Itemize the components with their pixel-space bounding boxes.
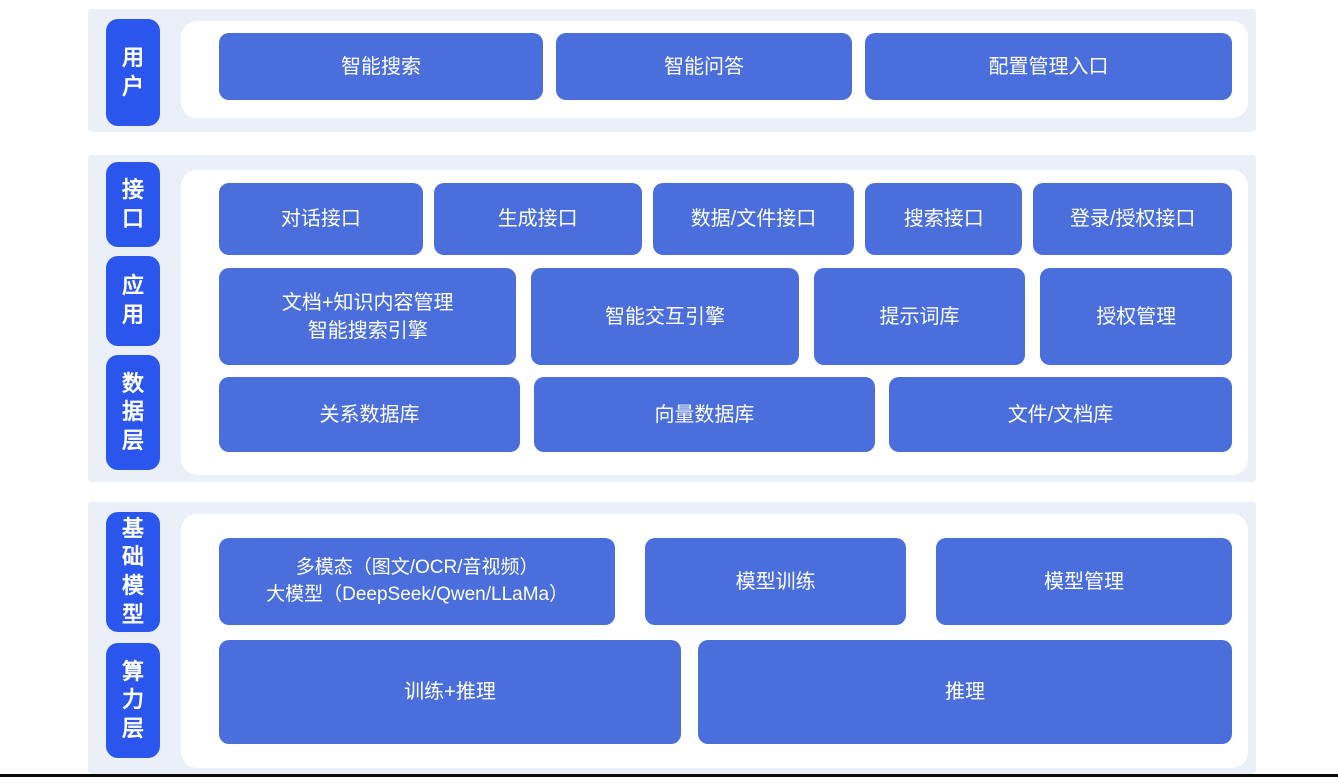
footer-divider-line (0, 774, 1338, 777)
block-inference: 推理 (698, 640, 1232, 744)
layer-label-compute: 算力层 (106, 643, 160, 758)
layer-label-user: 用户 (106, 19, 160, 126)
section-user: 用户 智能搜索 智能问答 配置管理入口 (88, 9, 1256, 132)
block-smart-search: 智能搜索 (219, 33, 543, 100)
row-apis: 对话接口 生成接口 数据/文件接口 搜索接口 登录/授权接口 (219, 183, 1233, 255)
layer-label-foundation-model: 基础模型 (106, 512, 160, 632)
layer-label-data-text: 数据层 (121, 370, 144, 453)
block-doc-knowledge-search-engine: 文档+知识内容管理 智能搜索引擎 (219, 268, 517, 365)
layer-label-application: 应用 (106, 256, 160, 346)
layer-label-interface: 接口 (106, 162, 160, 247)
block-vector-database: 向量数据库 (533, 377, 875, 452)
block-config-management-entry: 配置管理入口 (865, 33, 1232, 100)
row-applications: 文档+知识内容管理 智能搜索引擎 智能交互引擎 提示词库 授权管理 (219, 268, 1232, 365)
layer-label-column-bottom: 基础模型 算力层 (106, 512, 160, 758)
card-bottom: 多模态（图文/OCR/音视频） 大模型（DeepSeek/Qwen/LLaMa）… (181, 514, 1248, 768)
row-compute: 训练+推理 推理 (219, 640, 1232, 744)
block-relational-database: 关系数据库 (219, 377, 520, 452)
block-login-auth-api: 登录/授权接口 (1033, 183, 1233, 255)
section-foundation-compute: 基础模型 算力层 多模态（图文/OCR/音视频） 大模型（DeepSeek/Qw… (88, 502, 1256, 774)
block-model-management: 模型管理 (936, 538, 1233, 625)
block-smart-qa: 智能问答 (556, 33, 852, 100)
block-search-api: 搜索接口 (865, 183, 1023, 255)
row-data-stores: 关系数据库 向量数据库 文件/文档库 (219, 377, 1232, 452)
row-models: 多模态（图文/OCR/音视频） 大模型（DeepSeek/Qwen/LLaMa）… (219, 538, 1233, 625)
layer-label-foundation-model-text: 基础模型 (121, 515, 144, 627)
block-training-inference: 训练+推理 (219, 640, 681, 744)
block-model-training: 模型训练 (645, 538, 907, 625)
block-prompt-library: 提示词库 (813, 268, 1026, 365)
block-dialog-api: 对话接口 (219, 183, 423, 255)
layer-label-data: 数据层 (106, 355, 160, 470)
block-authorization-management: 授权管理 (1040, 268, 1232, 365)
card-user: 智能搜索 智能问答 配置管理入口 (181, 21, 1248, 118)
block-generation-api: 生成接口 (433, 183, 642, 255)
block-data-file-api: 数据/文件接口 (652, 183, 855, 255)
card-mid: 对话接口 生成接口 数据/文件接口 搜索接口 登录/授权接口 文档+知识内容管理… (181, 170, 1248, 475)
layer-label-compute-text: 算力层 (121, 658, 144, 741)
layer-label-user-text: 用户 (121, 44, 144, 99)
block-multimodal-llm: 多模态（图文/OCR/音视频） 大模型（DeepSeek/Qwen/LLaMa） (219, 538, 616, 625)
layer-label-column-user: 用户 (106, 19, 160, 126)
row-user-entries: 智能搜索 智能问答 配置管理入口 (219, 33, 1232, 100)
layer-label-column-mid: 接口 应用 数据层 (106, 162, 160, 470)
section-interface-app-data: 接口 应用 数据层 对话接口 生成接口 数据/文件接口 搜索接口 登录/授权接口… (88, 155, 1256, 482)
block-intelligent-interaction-engine: 智能交互引擎 (531, 268, 799, 365)
layer-label-application-text: 应用 (121, 273, 144, 327)
block-file-document-store: 文件/文档库 (888, 377, 1232, 452)
layer-label-interface-text: 接口 (121, 176, 144, 231)
